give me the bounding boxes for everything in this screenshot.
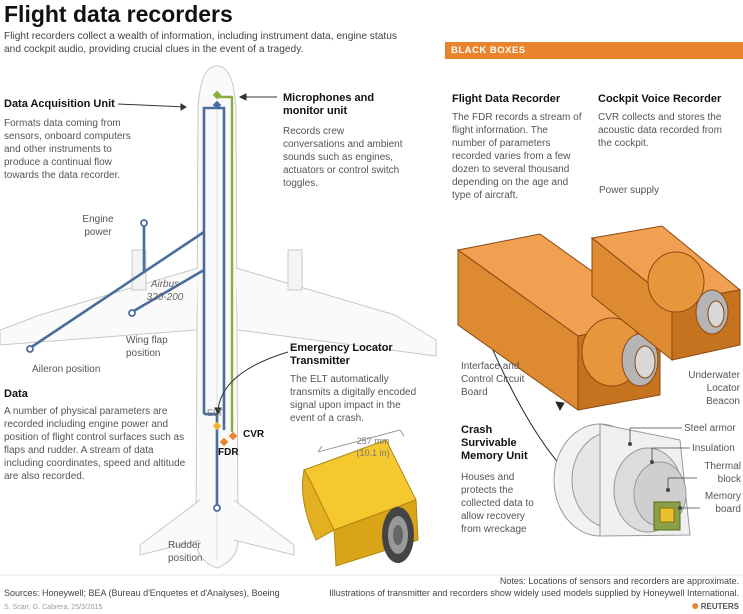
sources: Sources: Honeywell; BEA (Bureau d'Enquet… — [4, 588, 280, 598]
flap-sensor — [128, 309, 136, 317]
elt-title: Emergency Locator Transmitter — [290, 342, 393, 367]
thermal-block-label: Thermal block — [704, 461, 741, 485]
fdr-title: Flight Data Recorder — [452, 93, 561, 105]
data-title: Data — [4, 388, 28, 400]
engine-power-label: Engine power — [82, 214, 114, 238]
cvr-body: CVR collects and stores the acoustic dat… — [598, 112, 722, 149]
fdr-tag: FDR — [218, 447, 239, 458]
reuters-wordmark: REUTERS — [700, 602, 739, 611]
elt-node — [212, 421, 222, 431]
dau-node — [212, 100, 222, 110]
credit: S. Scarr, G. Cabrera, 25/3/2015 — [4, 604, 103, 611]
mic-body: Records crew conversations and ambient s… — [283, 126, 403, 189]
aircraft-outline — [0, 65, 437, 569]
notes-line-1: Notes: Locations of sensors and recorder… — [499, 576, 739, 586]
aircraft-model-label: Airbus 320-200 — [146, 279, 184, 303]
microphone-node — [212, 90, 222, 100]
sensor-nodes — [26, 219, 221, 512]
elt-size-in: (10.1 in) — [356, 448, 390, 458]
wing-flap-label: Wing flap position — [126, 335, 168, 359]
rudder-sensor — [213, 504, 221, 512]
beacon-label: Underwater Locator Beacon — [688, 370, 740, 407]
black-boxes-tag: BLACK BOXES — [445, 42, 743, 59]
reuters-icon: ✺ — [691, 602, 699, 611]
elt-device — [302, 439, 419, 567]
data-wiring — [29, 106, 226, 508]
rudder-label: Rudder position — [168, 540, 203, 564]
audio-wiring — [217, 95, 234, 432]
mic-title: Microphones and monitor unit — [283, 92, 375, 117]
page-subtitle: Flight recorders collect a wealth of inf… — [4, 31, 397, 55]
reuters-logo: ✺ REUTERS — [692, 602, 739, 611]
csmu-body: Houses and protects the collected data t… — [461, 472, 534, 535]
cvr-box — [590, 225, 742, 362]
memory-board-label: Memory board — [704, 491, 741, 515]
csmu-title: Crash Survivable Memory Unit — [461, 424, 528, 462]
page-title: Flight data recorders — [4, 1, 233, 27]
cvr-tag: CVR — [243, 429, 265, 440]
aileron-sensor — [26, 345, 34, 353]
dau-body: Formats data coming from sensors, onboar… — [4, 118, 131, 181]
notes-line-2: Illustrations of transmitter and recorde… — [329, 588, 739, 598]
elt-dimension — [317, 429, 405, 453]
csmu-leaders — [628, 427, 700, 510]
cvr-title: Cockpit Voice Recorder — [598, 93, 722, 105]
data-body: A number of physical parameters are reco… — [4, 406, 186, 482]
fdr-node — [219, 437, 229, 447]
dau-title: Data Acquisition Unit — [4, 98, 115, 110]
fdr-body: The FDR records a stream of flight infor… — [452, 112, 582, 201]
steel-armor-label: Steel armor — [684, 423, 736, 434]
csmu-section — [553, 423, 691, 537]
power-supply-label: Power supply — [599, 185, 660, 196]
insulation-label: Insulation — [692, 443, 735, 454]
elt-body: The ELT automatically transmits a digita… — [290, 374, 417, 424]
engine-sensor — [140, 219, 148, 227]
elt-tag: ELT — [207, 408, 223, 418]
cvr-node — [228, 431, 238, 441]
interface-label: Interface and Control Circuit Board — [461, 361, 525, 398]
aileron-label: Aileron position — [32, 364, 101, 375]
elt-size-mm: 257 mm — [356, 436, 390, 446]
